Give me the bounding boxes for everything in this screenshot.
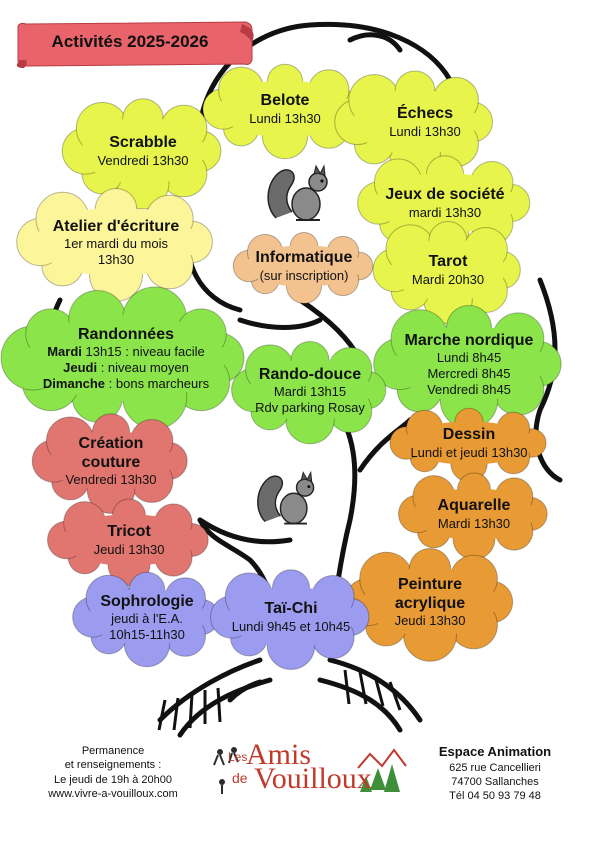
cloud-shape xyxy=(72,571,220,668)
activity-tricot: Tricot Jeudi 13h30 xyxy=(47,498,210,587)
schedule-detail: : niveau moyen xyxy=(97,359,189,375)
activity-schedule: jeudi à l'E.A. xyxy=(111,610,183,626)
activity-title: Belote xyxy=(260,92,310,110)
day-label: Jeudi xyxy=(63,359,98,375)
activity-title: Échecs xyxy=(396,105,454,123)
cloud-shape xyxy=(343,547,514,662)
activity-title-line: Peinture xyxy=(397,575,462,593)
cloud-shape xyxy=(389,407,547,483)
activity-schedule: Vendredi 13h30 xyxy=(97,152,189,168)
activity-schedule: Mardi 20h30 xyxy=(411,271,485,287)
activity-title: Taï-Chi xyxy=(264,600,318,618)
cloud-shape xyxy=(210,569,370,670)
squirrel-icon xyxy=(257,470,315,525)
activity-schedule: Dimanche : bons marcheurs xyxy=(43,376,209,392)
activity-scrabble: Scrabble Vendredi 13h30 xyxy=(61,98,222,210)
activity-schedule: Lundi et jeudi 13h30 xyxy=(410,444,528,460)
title-banner: Activités 2025-2026 xyxy=(14,20,254,68)
logo-text: Amis xyxy=(246,738,312,771)
activity-title: Atelier d'écriture xyxy=(52,217,180,235)
activity-informatique: Informatique (sur inscription) xyxy=(232,231,376,304)
footer-line: Permanence xyxy=(81,745,145,757)
activity-title: Tarot xyxy=(428,253,468,271)
activity-schedule: (sur inscription) xyxy=(259,267,349,283)
footer-line: et renseignements : xyxy=(64,759,162,772)
address-line: 625 rue Cancellieri xyxy=(449,761,541,774)
activity-peinture-acrylique: Peinture acrylique Jeudi 13h30 xyxy=(343,547,514,662)
activity-schedule: Rdv parking Rosay xyxy=(255,399,365,415)
cloud-shape xyxy=(31,413,188,514)
logo-text: Vouilloux xyxy=(254,762,372,795)
activity-title: Marche nordique xyxy=(404,331,534,349)
activity-title-line: Création xyxy=(78,434,144,452)
activity-schedule: Lundi 9h45 et 10h45 xyxy=(231,618,351,634)
activity-schedule: Lundi 13h30 xyxy=(249,110,321,126)
day-label: Dimanche xyxy=(42,375,106,391)
address-heading: Espace Animation xyxy=(438,744,552,759)
activity-tarot: Tarot Mardi 20h30 xyxy=(372,220,521,325)
cloud-shape xyxy=(61,98,222,210)
activity-schedule: mardi 13h30 xyxy=(408,204,482,220)
activity-title: Sophrologie xyxy=(100,592,194,610)
activity-title: Informatique xyxy=(255,249,353,267)
address-line: 74700 Sallanches xyxy=(451,776,539,789)
activity-schedule: Mardi 13h15 xyxy=(273,383,347,399)
activity-jeux-de-societe: Jeux de société mardi 13h30 xyxy=(357,155,531,256)
activity-schedule: Lundi 13h30 xyxy=(389,123,461,139)
activity-title-line: acrylique xyxy=(394,595,466,613)
cloud-shape xyxy=(47,498,209,587)
activity-schedule: 13h30 xyxy=(97,251,135,267)
squirrel-icon xyxy=(267,164,328,221)
activity-schedule: Lundi 8h45 xyxy=(436,349,502,365)
activity-title: Rando-douce xyxy=(258,365,362,383)
activity-atelier-ecriture: Atelier d'écriture 1er mardi du mois 13h… xyxy=(16,187,213,302)
activity-aquarelle: Aquarelle Mardi 13h30 xyxy=(398,472,548,561)
activity-echecs: Échecs Lundi 13h30 xyxy=(334,70,493,180)
activity-rando-douce: Rando-douce Mardi 13h15 Rdv parking Rosa… xyxy=(231,340,387,445)
activity-creation-couture: Création couture Vendredi 13h30 xyxy=(31,413,188,514)
activity-title: Jeux de société xyxy=(385,186,505,204)
cloud-shape xyxy=(232,231,374,304)
cloud-shape xyxy=(16,187,213,302)
logo-text: de xyxy=(232,770,248,786)
logo-text: Les xyxy=(228,750,248,764)
activity-marche-nordique: Marche nordique Lundi 8h45 Mercredi 8h45… xyxy=(373,304,562,430)
activity-tai-chi: Taï-Chi Lundi 9h45 et 10h45 xyxy=(210,569,370,670)
cloud-shape xyxy=(372,220,521,325)
cloud-shape xyxy=(334,70,493,180)
activity-schedule: Jeudi 13h30 xyxy=(93,541,165,557)
cloud-shape xyxy=(357,155,531,256)
activity-randonnees: Randonnées Mardi 13h15 : niveau facile J… xyxy=(0,286,245,430)
cloud-shape xyxy=(231,340,387,445)
footer-line: Le jeudi de 19h à 20h00 xyxy=(53,773,173,786)
activity-schedule: Jeudi : niveau moyen xyxy=(63,360,189,376)
activity-schedule: Mardi 13h15 : niveau facile xyxy=(47,344,205,360)
cloud-shape xyxy=(398,472,548,561)
activity-schedule: 10h15-11h30 xyxy=(109,626,185,642)
schedule-detail: : bons marcheurs xyxy=(105,375,210,391)
activity-title-line: couture xyxy=(81,454,141,472)
activity-schedule: Mardi 13h30 xyxy=(437,515,511,531)
association-logo: Les Amis de Vouilloux xyxy=(210,738,410,800)
activity-title: Dessin xyxy=(442,426,496,444)
page-title: Activités 2025-2026 xyxy=(51,32,209,51)
activity-schedule: Vendredi 13h30 xyxy=(65,472,157,488)
activity-title: Scrabble xyxy=(109,134,177,152)
activity-title: Randonnées xyxy=(77,325,174,343)
activity-title: Aquarelle xyxy=(437,497,511,515)
activity-schedule: Mercredi 8h45 xyxy=(427,365,511,381)
activity-sophrologie: Sophrologie jeudi à l'E.A. 10h15-11h30 xyxy=(72,571,220,668)
activity-schedule: 1er mardi du mois xyxy=(63,235,169,251)
activity-schedule: Vendredi 8h45 xyxy=(427,381,511,397)
activity-dessin: Dessin Lundi et jeudi 13h30 xyxy=(388,407,550,483)
activity-schedule: Jeudi 13h30 xyxy=(394,613,466,629)
phone-number: Tél 04 50 93 79 48 xyxy=(449,790,541,803)
espace-animation-address: Espace Animation 625 rue Cancellieri 747… xyxy=(420,744,570,804)
day-label: Mardi xyxy=(47,343,82,359)
schedule-detail: 13h15 : niveau facile xyxy=(81,343,205,359)
contact-info: Permanence et renseignements : Le jeudi … xyxy=(18,744,208,801)
activity-title: Tricot xyxy=(107,523,151,541)
website-link[interactable]: www.vivre-a-vouilloux.com xyxy=(48,787,178,800)
cloud-shape xyxy=(0,286,245,430)
